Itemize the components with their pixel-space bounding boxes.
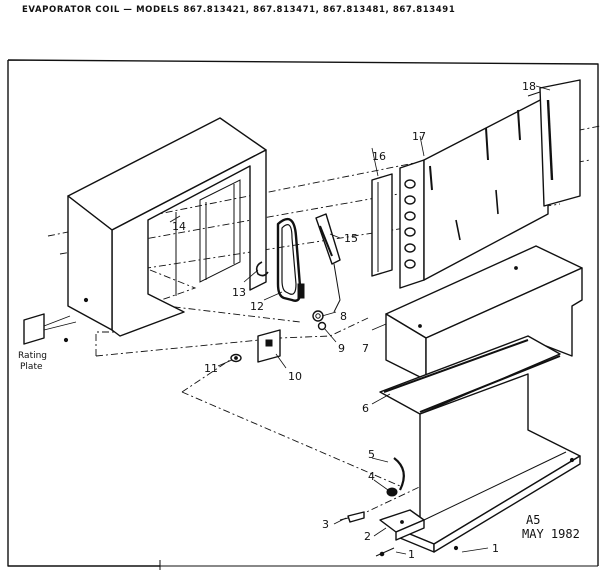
callout-9: 9 [338,342,345,355]
evaporator-coil-17 [399,95,549,289]
shroud-panel-14 [67,117,267,337]
bracket-10 [257,329,281,363]
clip-13 [255,261,269,277]
callout-2: 2 [364,530,371,543]
sensor-bulb-15 [315,213,341,313]
callout-5: 5 [368,448,375,461]
top-rail-7 [385,245,583,381]
leader-lines [169,85,551,555]
screw-3 [339,511,365,523]
revision-stamp: A5 MAY 1982 [522,513,580,541]
callout-14: 14 [172,220,186,233]
drain-channel-6 [379,335,561,415]
grommet-4 [386,487,398,497]
rating-plate-label-line2: Plate [20,362,43,372]
diagram-title: EVAPORATOR COIL — MODELS 867.813421, 867… [22,5,455,15]
callout-7: 7 [362,342,369,355]
stamp-code: A5 [526,513,540,527]
callout-13: 13 [232,286,246,299]
baffle-18 [527,79,581,207]
callout-17: 17 [412,130,426,143]
callout-12: 12 [250,300,264,313]
fastener-11 [230,353,242,363]
coil-hairpins [404,179,416,269]
callout-16: 16 [372,150,386,163]
callout-3: 3 [322,518,329,531]
nut-washer-8-9 [312,310,327,331]
callout-1-left: 1 [408,548,415,561]
drain-hose-5 [393,457,405,491]
stamp-date: MAY 1982 [522,527,580,541]
callout-8: 8 [340,310,347,323]
callout-6: 6 [362,402,369,415]
callout-10: 10 [288,370,302,383]
callout-4: 4 [368,470,375,483]
callout-1-right: 1 [492,542,499,555]
drawing-border [7,59,599,570]
callout-15: 15 [344,232,358,245]
mounting-clip-2 [379,509,425,541]
screw-1 [375,547,395,557]
drain-tube-12 [276,217,305,302]
callout-numbers: 14 13 12 15 8 9 10 11 7 6 5 4 3 2 1 1 16… [172,80,536,561]
rating-plate-label-line1: Rating [18,351,47,361]
rating-plate-label: Rating Plate [18,351,47,372]
side-plate-16 [371,173,393,277]
callout-11: 11 [204,362,218,375]
rating-plate [23,297,89,345]
callout-18: 18 [522,80,536,93]
